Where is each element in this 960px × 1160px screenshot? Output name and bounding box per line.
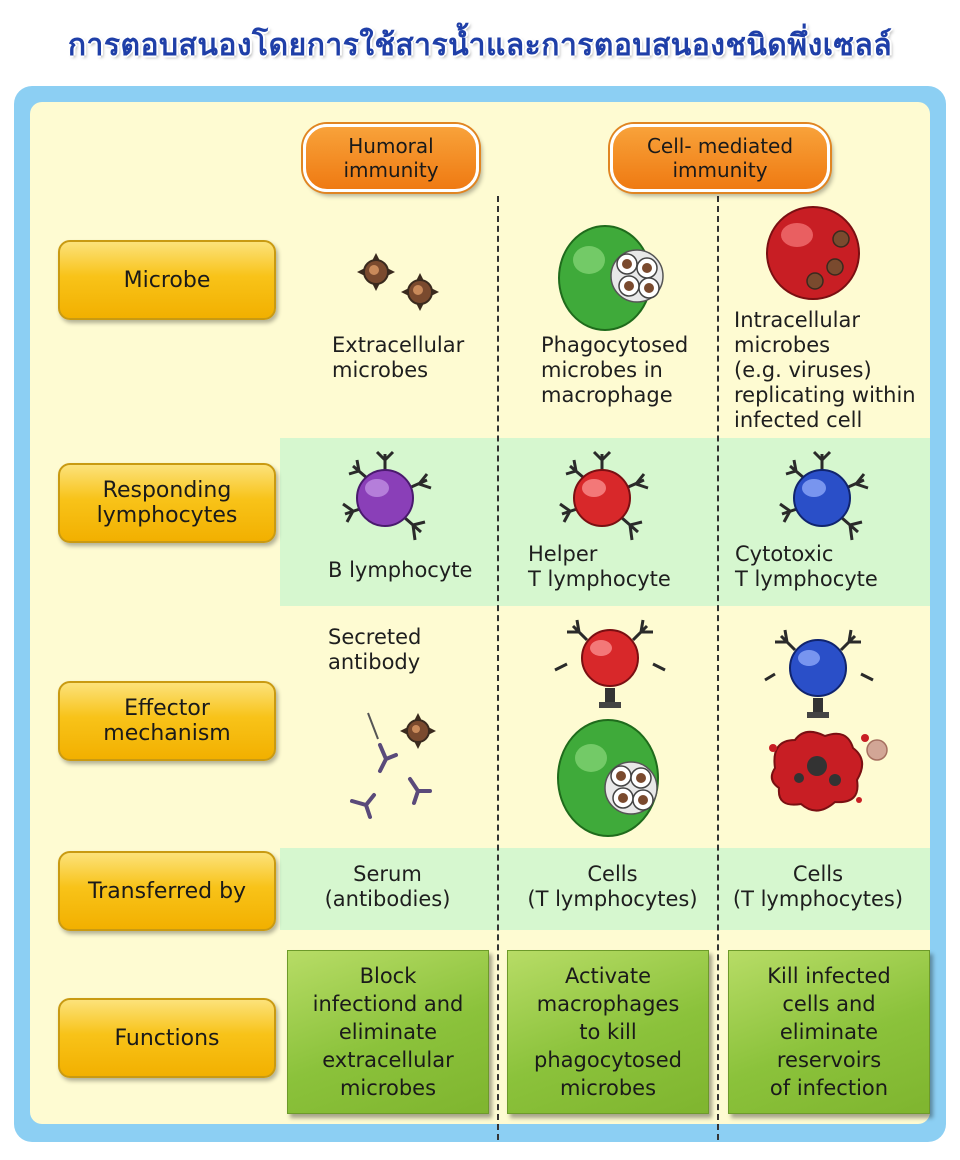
row-label-transferred-by: Transferred by xyxy=(58,851,276,931)
cytotoxic-t-killing-cell-illustration xyxy=(764,629,888,812)
header-humoral: Humoral immunity xyxy=(303,124,479,192)
function-box-cytotoxic: Kill infected cells and eliminate reserv… xyxy=(728,950,930,1114)
lymphocyte-text-helper: Helper T lymphocyte xyxy=(528,542,671,591)
lymphocyte-text-cytotoxic: Cytotoxic T lymphocyte xyxy=(735,542,878,591)
row-label-microbe: Microbe xyxy=(58,240,276,320)
function-box-helper: Activate macrophages to kill phagocytose… xyxy=(507,950,709,1114)
infected-cell-illustration xyxy=(766,206,860,300)
transferred-text-humoral: Serum (antibodies) xyxy=(324,862,451,911)
column-divider-1 xyxy=(497,196,499,1140)
cytotoxic-t-lymphocyte-illustration xyxy=(779,450,869,541)
b-lymphocyte-illustration xyxy=(342,450,432,541)
page-title: การตอบสนองโดยการใช้สารน้ำและการตอบสนองชน… xyxy=(67,28,893,63)
antibody-microbe-illustration xyxy=(350,712,436,819)
function-box-humoral: Block infectiond and eliminate extracell… xyxy=(287,950,489,1114)
row-label-effector-mechanism: Effector mechanism xyxy=(58,681,276,761)
effector-text-humoral: Secreted antibody xyxy=(328,625,422,674)
helper-t-lymphocyte-illustration xyxy=(559,450,649,541)
microbe-icon xyxy=(400,713,436,749)
row-label-functions: Functions xyxy=(58,998,276,1078)
column-divider-2 xyxy=(717,196,719,1140)
header-cell-mediated: Cell- mediated immunity xyxy=(610,124,830,192)
helper-t-activating-macrophage-illustration xyxy=(554,619,666,837)
macrophage-with-microbes-illustration xyxy=(558,225,664,331)
transferred-text-cytotoxic: Cells (T lymphocytes) xyxy=(732,862,904,911)
transferred-band xyxy=(280,848,930,930)
microbe-icon xyxy=(401,273,439,311)
microbe-text-helper: Phagocytosed microbes in macrophage xyxy=(541,333,689,407)
microbe-text-humoral: Extracellular microbes xyxy=(332,333,465,382)
row-label-responding-lymphocytes: Responding lymphocytes xyxy=(58,463,276,543)
transferred-text-helper: Cells (T lymphocytes) xyxy=(527,862,698,911)
lymphocyte-text-humoral: B lymphocyte xyxy=(328,558,473,582)
microbe-text-cytotoxic: Intracellular microbes (e.g. viruses) re… xyxy=(734,308,916,432)
extracellular-microbes-illustration xyxy=(357,253,439,311)
microbe-icon xyxy=(357,253,395,291)
